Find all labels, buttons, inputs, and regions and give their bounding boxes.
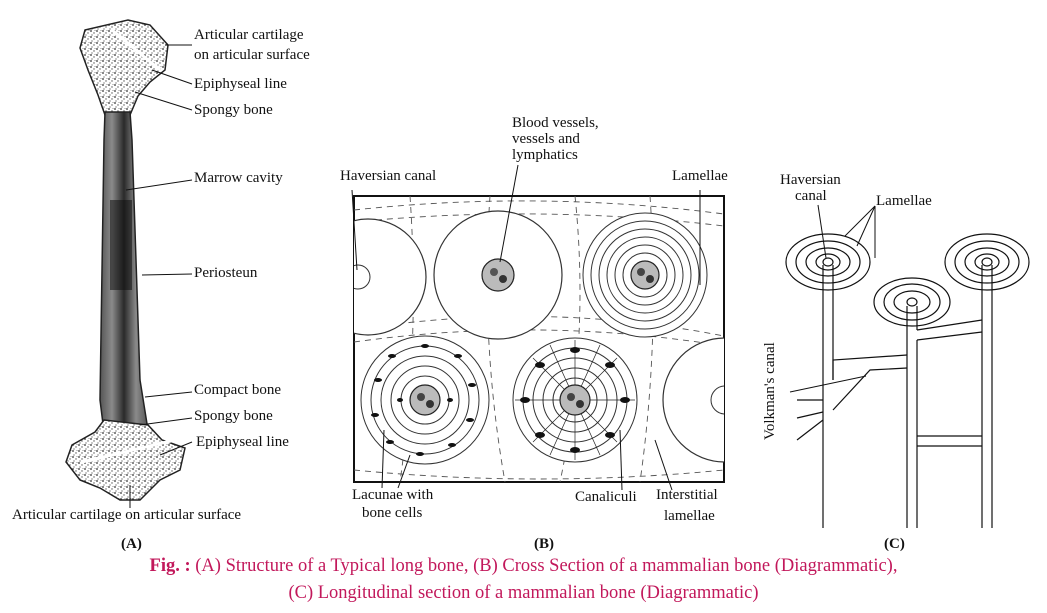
label-blood-vessels-3: lymphatics [512, 147, 578, 163]
label-interstitial-1: Interstitial [656, 487, 718, 503]
label-compact-bone: Compact bone [194, 382, 282, 398]
figure-caption-prefix: Fig. : [149, 556, 191, 576]
panel-a-leaders [125, 44, 193, 508]
long-bone-illustration [65, 19, 186, 501]
label-marrow-cavity: Marrow cavity [194, 170, 283, 186]
label-interstitial-2: lamellae [664, 508, 715, 524]
label-blood-vessels-2: vessels and [512, 131, 580, 147]
label-lamellae-c: Lamellae [876, 193, 932, 209]
label-volkmans-canal: Volkman's canal [762, 342, 778, 440]
label-blood-vessels-1: Blood vessels, [512, 115, 599, 131]
cross-section-illustration [353, 195, 725, 483]
figure-caption-text-1: (A) Structure of a Typical long bone, (B… [195, 556, 898, 576]
longitudinal-section-illustration [785, 233, 1030, 528]
label-canaliculi: Canaliculi [575, 489, 637, 505]
panel-a-tag: (A) [121, 536, 142, 552]
label-spongy-bone-top: Spongy bone [194, 102, 273, 118]
label-epiphyseal-line-top: Epiphyseal line [194, 76, 287, 92]
epiphyseal-line-bottom-mark [81, 438, 176, 464]
label-lamellae-b: Lamellae [672, 168, 728, 184]
label-articular-cartilage-bottom: Articular cartilage on articular surface [12, 507, 242, 523]
label-haversian-c-1: Haversian [780, 172, 841, 188]
label-lacunae-2: bone cells [362, 505, 423, 521]
label-articular-cartilage-top-2: on articular surface [194, 47, 310, 63]
panel-b-leaders [351, 164, 701, 491]
label-periosteum: Periosteun [194, 265, 258, 281]
panel-c-tag: (C) [884, 536, 905, 552]
upper-epiphysis [79, 19, 169, 116]
lower-epiphysis [65, 419, 186, 501]
epiphyseal-line-top-mark [111, 28, 161, 72]
lacunae-cells [371, 344, 476, 456]
label-haversian-c-2: canal [795, 188, 827, 204]
blood-vessel-canal [481, 258, 515, 292]
figure-caption-line-2: (C) Longitudinal section of a mammalian … [288, 583, 759, 603]
panel-c-leaders [789, 204, 876, 393]
panel-b-tag: (B) [534, 536, 554, 552]
label-epiphyseal-line-bottom: Epiphyseal line [196, 434, 289, 450]
label-spongy-bone-bottom: Spongy bone [194, 408, 273, 424]
label-articular-cartilage-top-1: Articular cartilage [194, 27, 304, 43]
label-lacunae-1: Lacunae with [352, 487, 434, 503]
label-haversian-canal: Haversian canal [340, 168, 437, 184]
marrow-dark-zone [110, 200, 132, 290]
figure-caption-line-1: Fig. : (A) Structure of a Typical long b… [0, 555, 1047, 578]
